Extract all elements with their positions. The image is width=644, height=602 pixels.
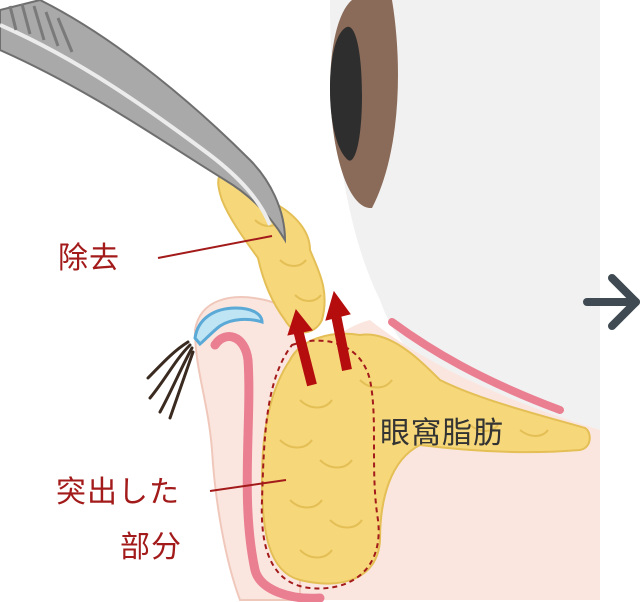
septum-line — [388, 318, 564, 414]
removal-leader-line — [157, 235, 273, 259]
orbital-fat — [260, 332, 591, 585]
eyelid-margin-line — [210, 332, 325, 602]
protruded-outline — [260, 339, 380, 590]
eyelashes — [146, 340, 195, 420]
label-protruded-line1: 突出した — [56, 475, 180, 510]
label-removal: 除去 — [58, 241, 120, 276]
label-protruded-line2: 部分 — [120, 530, 182, 565]
fat-texture — [254, 219, 549, 559]
tarsal-cartilage — [193, 306, 264, 347]
pupil — [330, 26, 362, 161]
protruded-leader-line — [209, 479, 287, 492]
tweezers-icon — [0, 0, 287, 244]
arrow-right-icon — [583, 274, 640, 330]
up-arrow-icon — [287, 290, 352, 387]
label-orbital-fat: 眼窩脂肪 — [380, 416, 504, 451]
